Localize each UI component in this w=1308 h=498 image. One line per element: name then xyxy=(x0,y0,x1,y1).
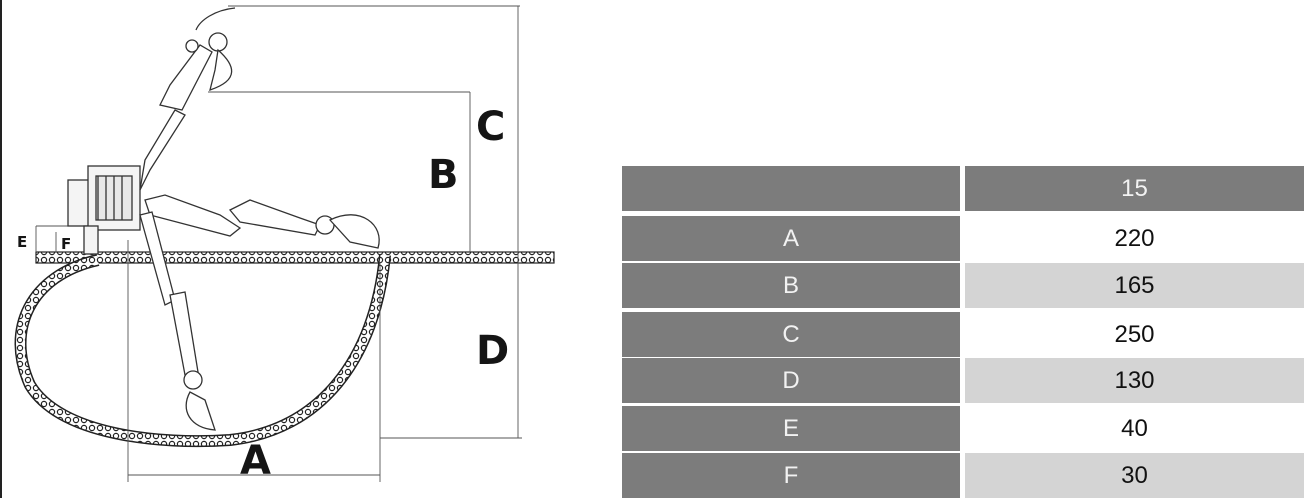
excavator-cab xyxy=(67,165,141,255)
row-value-cell: 165 xyxy=(965,263,1304,308)
dimension-label-f: F xyxy=(61,235,71,253)
row-key-cell: E xyxy=(622,406,960,451)
row-key-cell: F xyxy=(622,453,960,498)
table-row: E 40 xyxy=(622,406,1308,451)
row-key-cell: C xyxy=(622,312,960,357)
row-value-cell: 220 xyxy=(965,216,1304,261)
row-key-cell: D xyxy=(622,358,960,403)
table-row: B 165 xyxy=(622,263,1308,308)
row-value-cell: 130 xyxy=(965,358,1304,403)
dimension-label-e: E xyxy=(17,233,27,251)
header-key-cell xyxy=(622,166,960,211)
row-value-cell: 40 xyxy=(965,406,1304,451)
excavator-reach-diagram: C B D A E F xyxy=(0,0,555,498)
dimension-lines xyxy=(35,5,522,482)
row-value-cell: 30 xyxy=(965,453,1304,498)
dig-pit-outline xyxy=(14,254,391,448)
table-row: D 130 xyxy=(622,358,1308,403)
table-header-row: 15 xyxy=(622,166,1308,211)
row-value-cell: 250 xyxy=(965,312,1304,357)
arm-raised xyxy=(139,7,236,191)
ground-line xyxy=(35,251,555,264)
header-value-cell: 15 xyxy=(965,166,1304,211)
table-row: F 30 xyxy=(622,453,1308,498)
dimension-label-c: C xyxy=(476,104,505,150)
dimension-label-b: B xyxy=(428,152,459,198)
dimension-label-a: A xyxy=(240,438,271,484)
arm-lowered xyxy=(139,211,216,431)
row-key-cell: B xyxy=(622,263,960,308)
row-key-cell: A xyxy=(622,216,960,261)
arm-horizontal xyxy=(144,194,380,249)
table-row: A 220 xyxy=(622,216,1308,261)
table-row: C 250 xyxy=(622,312,1308,357)
dimension-label-d: D xyxy=(476,328,509,374)
